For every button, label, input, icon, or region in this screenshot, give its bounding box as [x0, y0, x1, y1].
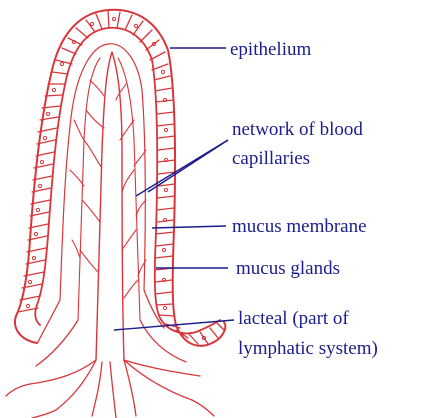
basal-vessels: [6, 290, 214, 418]
label-mucus-membrane: mucus membrane: [232, 216, 367, 237]
label-lacteal-line1: lacteal (part of: [238, 308, 349, 329]
pointer-mucus-membrane: [152, 226, 226, 228]
label-capillaries-line1: network of blood: [232, 119, 363, 140]
epithelial-cells: [18, 11, 224, 344]
blood-capillaries: [70, 58, 146, 320]
pointer-lacteal: [114, 320, 234, 330]
label-epithelium: epithelium: [230, 39, 311, 60]
label-capillaries-line2: capillaries: [232, 148, 310, 169]
lacteal-vessel: [96, 52, 124, 360]
villus: [6, 10, 225, 418]
label-mucus-glands: mucus glands: [236, 258, 340, 279]
labels: epithelium network of blood capillaries …: [230, 39, 378, 359]
pointer-capillaries-b: [136, 140, 228, 196]
label-lacteal-line2: lymphatic system): [238, 338, 378, 359]
